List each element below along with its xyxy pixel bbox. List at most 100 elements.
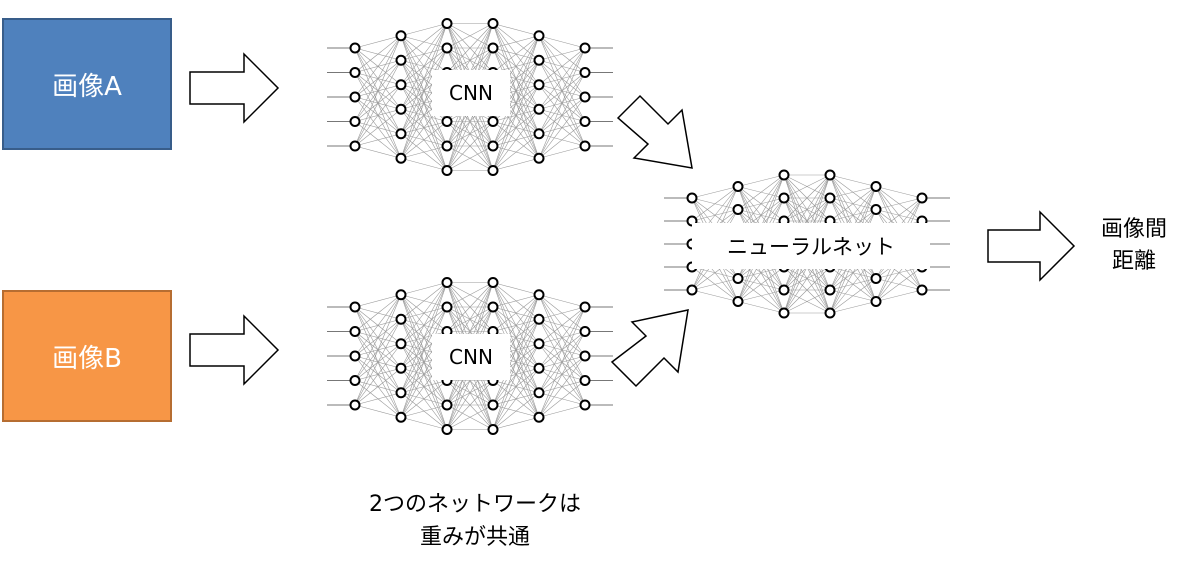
network-node — [778, 169, 790, 181]
network-node — [487, 277, 499, 288]
input-image-b-label: 画像B — [52, 343, 122, 374]
arrow-right-icon — [987, 210, 1076, 282]
cnn-top-label: CNN — [432, 70, 510, 116]
network-node — [441, 399, 453, 411]
network-node — [824, 307, 836, 319]
network-node — [533, 128, 545, 140]
output-line-2: 距離 — [1111, 249, 1156, 274]
network-node — [778, 307, 790, 319]
network-node — [870, 296, 882, 307]
neural-net-label: ニューラルネット — [692, 223, 930, 269]
network-node — [395, 128, 407, 140]
network-node — [579, 67, 591, 78]
network-node — [395, 313, 407, 325]
network-node — [487, 424, 499, 435]
network-node — [533, 289, 545, 301]
network-node — [395, 79, 407, 91]
network-node — [395, 362, 407, 374]
network-node — [533, 103, 545, 115]
network-node — [441, 424, 453, 435]
arrow-diagonal-down-icon — [616, 94, 693, 169]
network-node — [395, 54, 407, 66]
network-node — [533, 79, 545, 91]
network-node — [395, 338, 407, 350]
input-image-a-label: 画像A — [52, 71, 122, 102]
network-node — [533, 313, 545, 325]
network-node — [579, 350, 591, 362]
network-node — [349, 116, 361, 127]
network-node — [870, 181, 882, 192]
network-node — [732, 204, 744, 215]
network-node — [395, 411, 407, 423]
network-node — [395, 387, 407, 399]
network-node — [349, 301, 361, 313]
network-node — [778, 284, 790, 296]
network-node — [533, 152, 545, 164]
network-node — [487, 42, 499, 54]
input-image-b-box: 画像B — [2, 290, 172, 422]
network-node — [349, 42, 361, 54]
network-node — [778, 192, 790, 204]
network-node — [441, 165, 453, 176]
network-node — [395, 103, 407, 115]
shared-weights-note: 2つのネットワークは 重みが共通 — [330, 488, 620, 554]
cnn-bottom-label: CNN — [432, 334, 510, 380]
network-node — [533, 411, 545, 423]
note-line-2: 重みが共通 — [419, 525, 530, 550]
network-node — [395, 30, 407, 42]
network-node — [732, 296, 744, 307]
network-node — [395, 289, 407, 301]
input-image-a-box: 画像A — [2, 18, 172, 150]
network-node — [824, 284, 836, 296]
network-node — [533, 362, 545, 374]
network-node — [686, 284, 698, 296]
network-node — [533, 338, 545, 350]
network-node — [487, 116, 499, 127]
output-line-1: 画像間 — [1100, 217, 1167, 242]
network-node — [441, 42, 453, 54]
network-node — [349, 91, 361, 103]
network-node — [870, 273, 882, 284]
network-node — [349, 326, 361, 337]
network-node — [441, 140, 453, 152]
network-node — [487, 399, 499, 411]
network-node — [686, 192, 698, 204]
network-node — [579, 399, 591, 411]
network-node — [732, 273, 744, 284]
network-node — [487, 301, 499, 313]
arrow-diagonal-up-icon — [610, 309, 689, 388]
network-node — [533, 54, 545, 66]
network-node — [870, 204, 882, 215]
network-node — [579, 375, 591, 386]
network-node — [579, 326, 591, 337]
network-node — [732, 181, 744, 192]
network-node — [916, 192, 928, 204]
network-node — [579, 140, 591, 152]
network-node — [579, 91, 591, 103]
network-node — [441, 116, 453, 127]
network-node — [441, 277, 453, 288]
network-node — [533, 30, 545, 42]
network-node — [441, 18, 453, 29]
network-node — [579, 301, 591, 313]
arrow-right-icon — [189, 314, 280, 386]
network-node — [441, 301, 453, 313]
network-node — [349, 140, 361, 152]
network-node — [824, 169, 836, 181]
network-node — [487, 18, 499, 29]
note-line-1: 2つのネットワークは — [369, 492, 581, 517]
network-node — [395, 152, 407, 164]
network-node — [349, 67, 361, 78]
network-node — [349, 350, 361, 362]
network-node — [916, 284, 928, 296]
arrow-right-icon — [189, 52, 280, 124]
network-node — [533, 387, 545, 399]
output-distance-label: 画像間 距離 — [1094, 214, 1174, 278]
network-node — [579, 116, 591, 127]
network-node — [487, 140, 499, 152]
network-node — [824, 192, 836, 204]
network-node — [349, 375, 361, 386]
network-node — [579, 42, 591, 54]
network-node — [349, 399, 361, 411]
